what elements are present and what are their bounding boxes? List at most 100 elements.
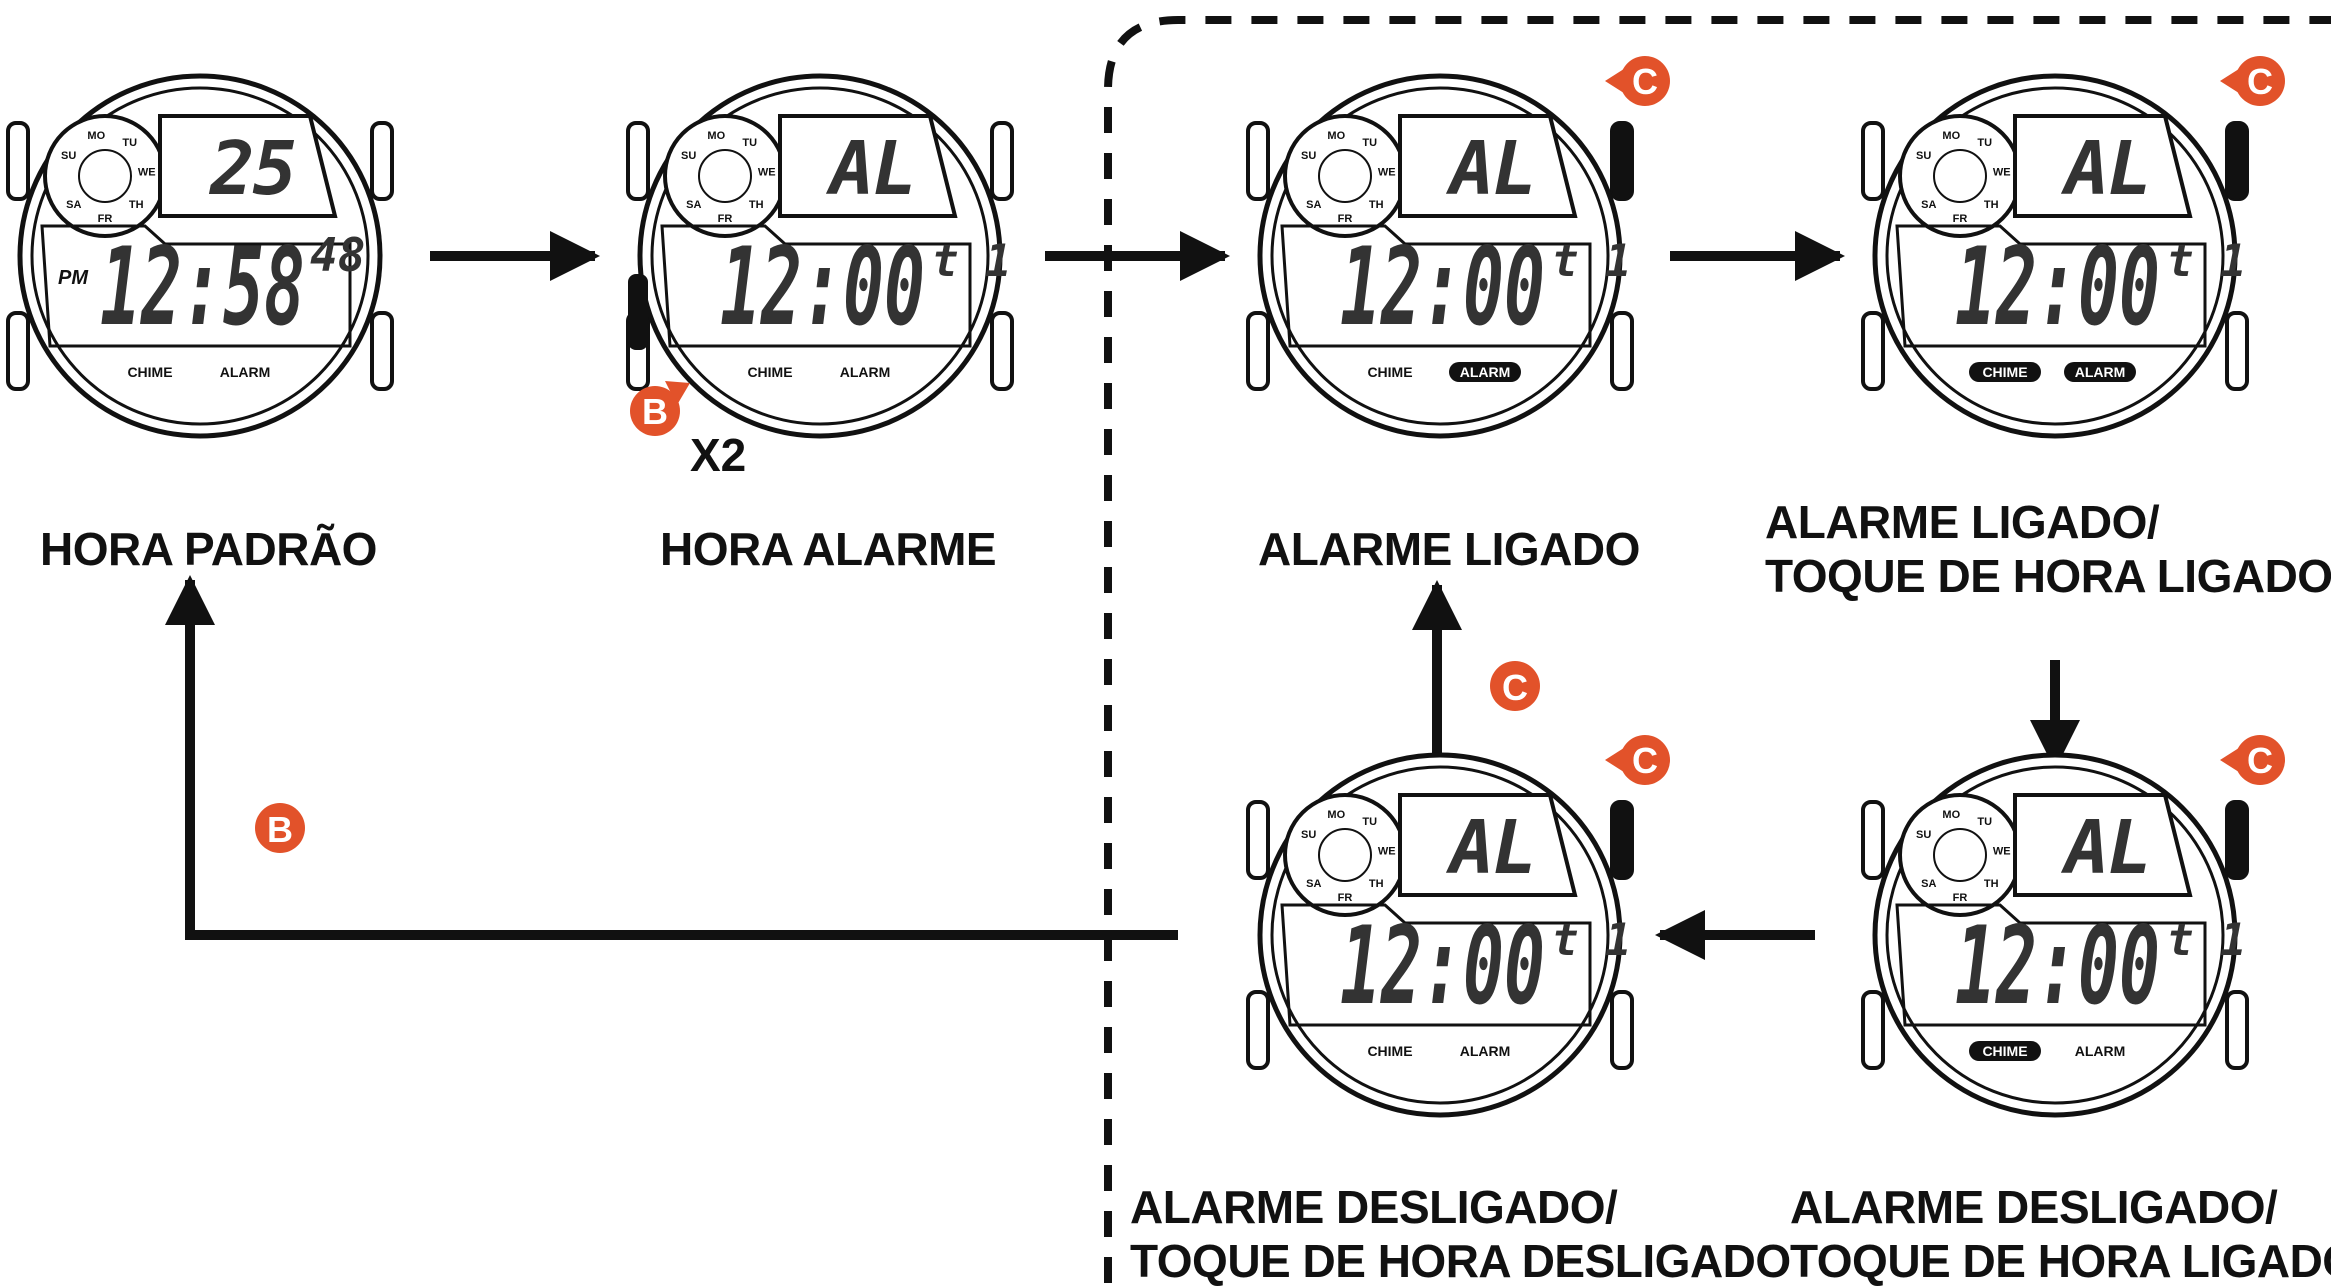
main-time: 12:00 xyxy=(1955,904,2160,1029)
day-ring-inner xyxy=(1318,828,1372,882)
side-button xyxy=(2225,990,2249,1070)
chime-indicator: CHIME xyxy=(747,364,792,380)
day-label: SA xyxy=(1921,199,1936,211)
day-label: TH xyxy=(1369,878,1384,890)
main-display-window xyxy=(40,224,352,348)
day-ring-inner xyxy=(1933,149,1987,203)
alarm-indicator-pill xyxy=(2064,362,2136,382)
alarm-indicator-label: ALARM xyxy=(1460,364,1511,380)
caption-line: ALARME DESLIGADO/ xyxy=(1130,1181,1618,1233)
side-button xyxy=(1246,800,1270,880)
press-badge: C xyxy=(1605,56,1670,106)
side-button xyxy=(6,121,30,201)
top-display-window xyxy=(778,114,958,218)
day-label: MO xyxy=(1942,130,1960,142)
main-time: 12:00 xyxy=(720,225,925,350)
day-label: SU xyxy=(1916,829,1931,841)
day-ring-inner xyxy=(1933,828,1987,882)
alarm-indicator-label: ALARM xyxy=(2075,364,2126,380)
top-display: AL xyxy=(1445,126,1535,212)
day-label: SA xyxy=(686,199,701,211)
day-ring-inner xyxy=(1318,149,1372,203)
alarm-indicator: ALARM xyxy=(2064,362,2136,382)
alarm-cycle-region xyxy=(1104,16,2331,1283)
side-button xyxy=(1246,990,1270,1070)
day-label: TU xyxy=(1977,816,1992,828)
day-label: WE xyxy=(1378,846,1396,858)
alarm-number: t 1 xyxy=(1552,236,1631,287)
day-label: FR xyxy=(1338,892,1353,904)
day-label: TH xyxy=(1984,878,1999,890)
top-display: AL xyxy=(825,126,915,212)
day-label: SU xyxy=(1301,829,1316,841)
caption-line: ALARME LIGADO xyxy=(1258,523,1640,575)
pressed-button xyxy=(628,274,648,350)
day-label: SU xyxy=(681,150,696,162)
main-time: 12:00 xyxy=(1955,225,2160,350)
side-button xyxy=(2225,311,2249,391)
chime-indicator-label: CHIME xyxy=(1982,364,2027,380)
press-circle xyxy=(1620,735,1670,785)
side-button xyxy=(1861,121,1885,201)
day-label: TU xyxy=(122,137,137,149)
top-display-window xyxy=(1398,793,1578,897)
day-label: SA xyxy=(66,199,81,211)
alarm-indicator-label: ALARM xyxy=(220,364,271,380)
caption-line: HORA ALARME xyxy=(660,523,997,575)
press-count: X2 xyxy=(690,429,746,481)
alarm-indicator: ALARM xyxy=(840,364,891,380)
day-label: TH xyxy=(749,199,764,211)
caption-alarm-on: ALARME LIGADO xyxy=(1258,522,1640,576)
press-circle xyxy=(2235,735,2285,785)
caption-alarm-time: HORA ALARME xyxy=(660,522,997,576)
button-letter: C xyxy=(1502,667,1528,708)
top-display: AL xyxy=(1445,805,1535,891)
alarm-indicator: ALARM xyxy=(1460,1043,1511,1059)
button-letter: B xyxy=(267,809,293,850)
caption-line: ALARME LIGADO/ xyxy=(1765,496,2160,548)
day-label: MO xyxy=(1327,130,1345,142)
caption-alarm-on-chime-on: ALARME LIGADO/ TOQUE DE HORA LIGADO xyxy=(1765,495,2331,603)
day-label: WE xyxy=(758,167,776,179)
side-button xyxy=(6,311,30,391)
alarm-number: t 1 xyxy=(932,236,1011,287)
pressed-button xyxy=(2227,123,2247,199)
side-button xyxy=(1610,990,1634,1070)
caption-line: ALARME DESLIGADO/ xyxy=(1790,1181,2278,1233)
caption-alarm-off-chime-off: ALARME DESLIGADO/ TOQUE DE HORA DESLIGAD… xyxy=(1130,1180,1791,1288)
chime-indicator-label: CHIME xyxy=(1367,1043,1412,1059)
alarm-indicator: ALARM xyxy=(2075,1043,2126,1059)
day-label: FR xyxy=(1953,213,1968,225)
watch-bezel xyxy=(1885,86,2225,426)
chime-indicator-label: CHIME xyxy=(1367,364,1412,380)
alarm-number: t 1 xyxy=(2167,236,2246,287)
day-label: SA xyxy=(1921,878,1936,890)
main-display-window xyxy=(1895,903,2207,1027)
day-label: FR xyxy=(718,213,733,225)
side-button xyxy=(370,121,394,201)
day-label: TH xyxy=(129,199,144,211)
side-button xyxy=(990,311,1014,391)
main-display-window xyxy=(1895,224,2207,348)
chime-indicator: CHIME xyxy=(1969,1041,2041,1061)
alarm-indicator-label: ALARM xyxy=(840,364,891,380)
day-label: FR xyxy=(98,213,113,225)
side-button xyxy=(1246,121,1270,201)
main-time: 12:58 xyxy=(100,225,305,350)
chime-indicator: CHIME xyxy=(127,364,172,380)
return-to-alarm-on-button: C xyxy=(1490,661,1540,711)
day-label: SU xyxy=(1916,150,1931,162)
flow-arrows xyxy=(165,231,2080,960)
watch-bezel xyxy=(30,86,370,426)
pressed-button xyxy=(1612,802,1632,878)
top-display-window xyxy=(2013,793,2193,897)
press-letter: C xyxy=(1632,61,1658,102)
watch-bezel xyxy=(1270,765,1610,1105)
day-label: TU xyxy=(1362,137,1377,149)
press-circle xyxy=(630,386,680,436)
chime-indicator-label: CHIME xyxy=(127,364,172,380)
day-label: FR xyxy=(1953,892,1968,904)
day-label: MO xyxy=(1327,809,1345,821)
